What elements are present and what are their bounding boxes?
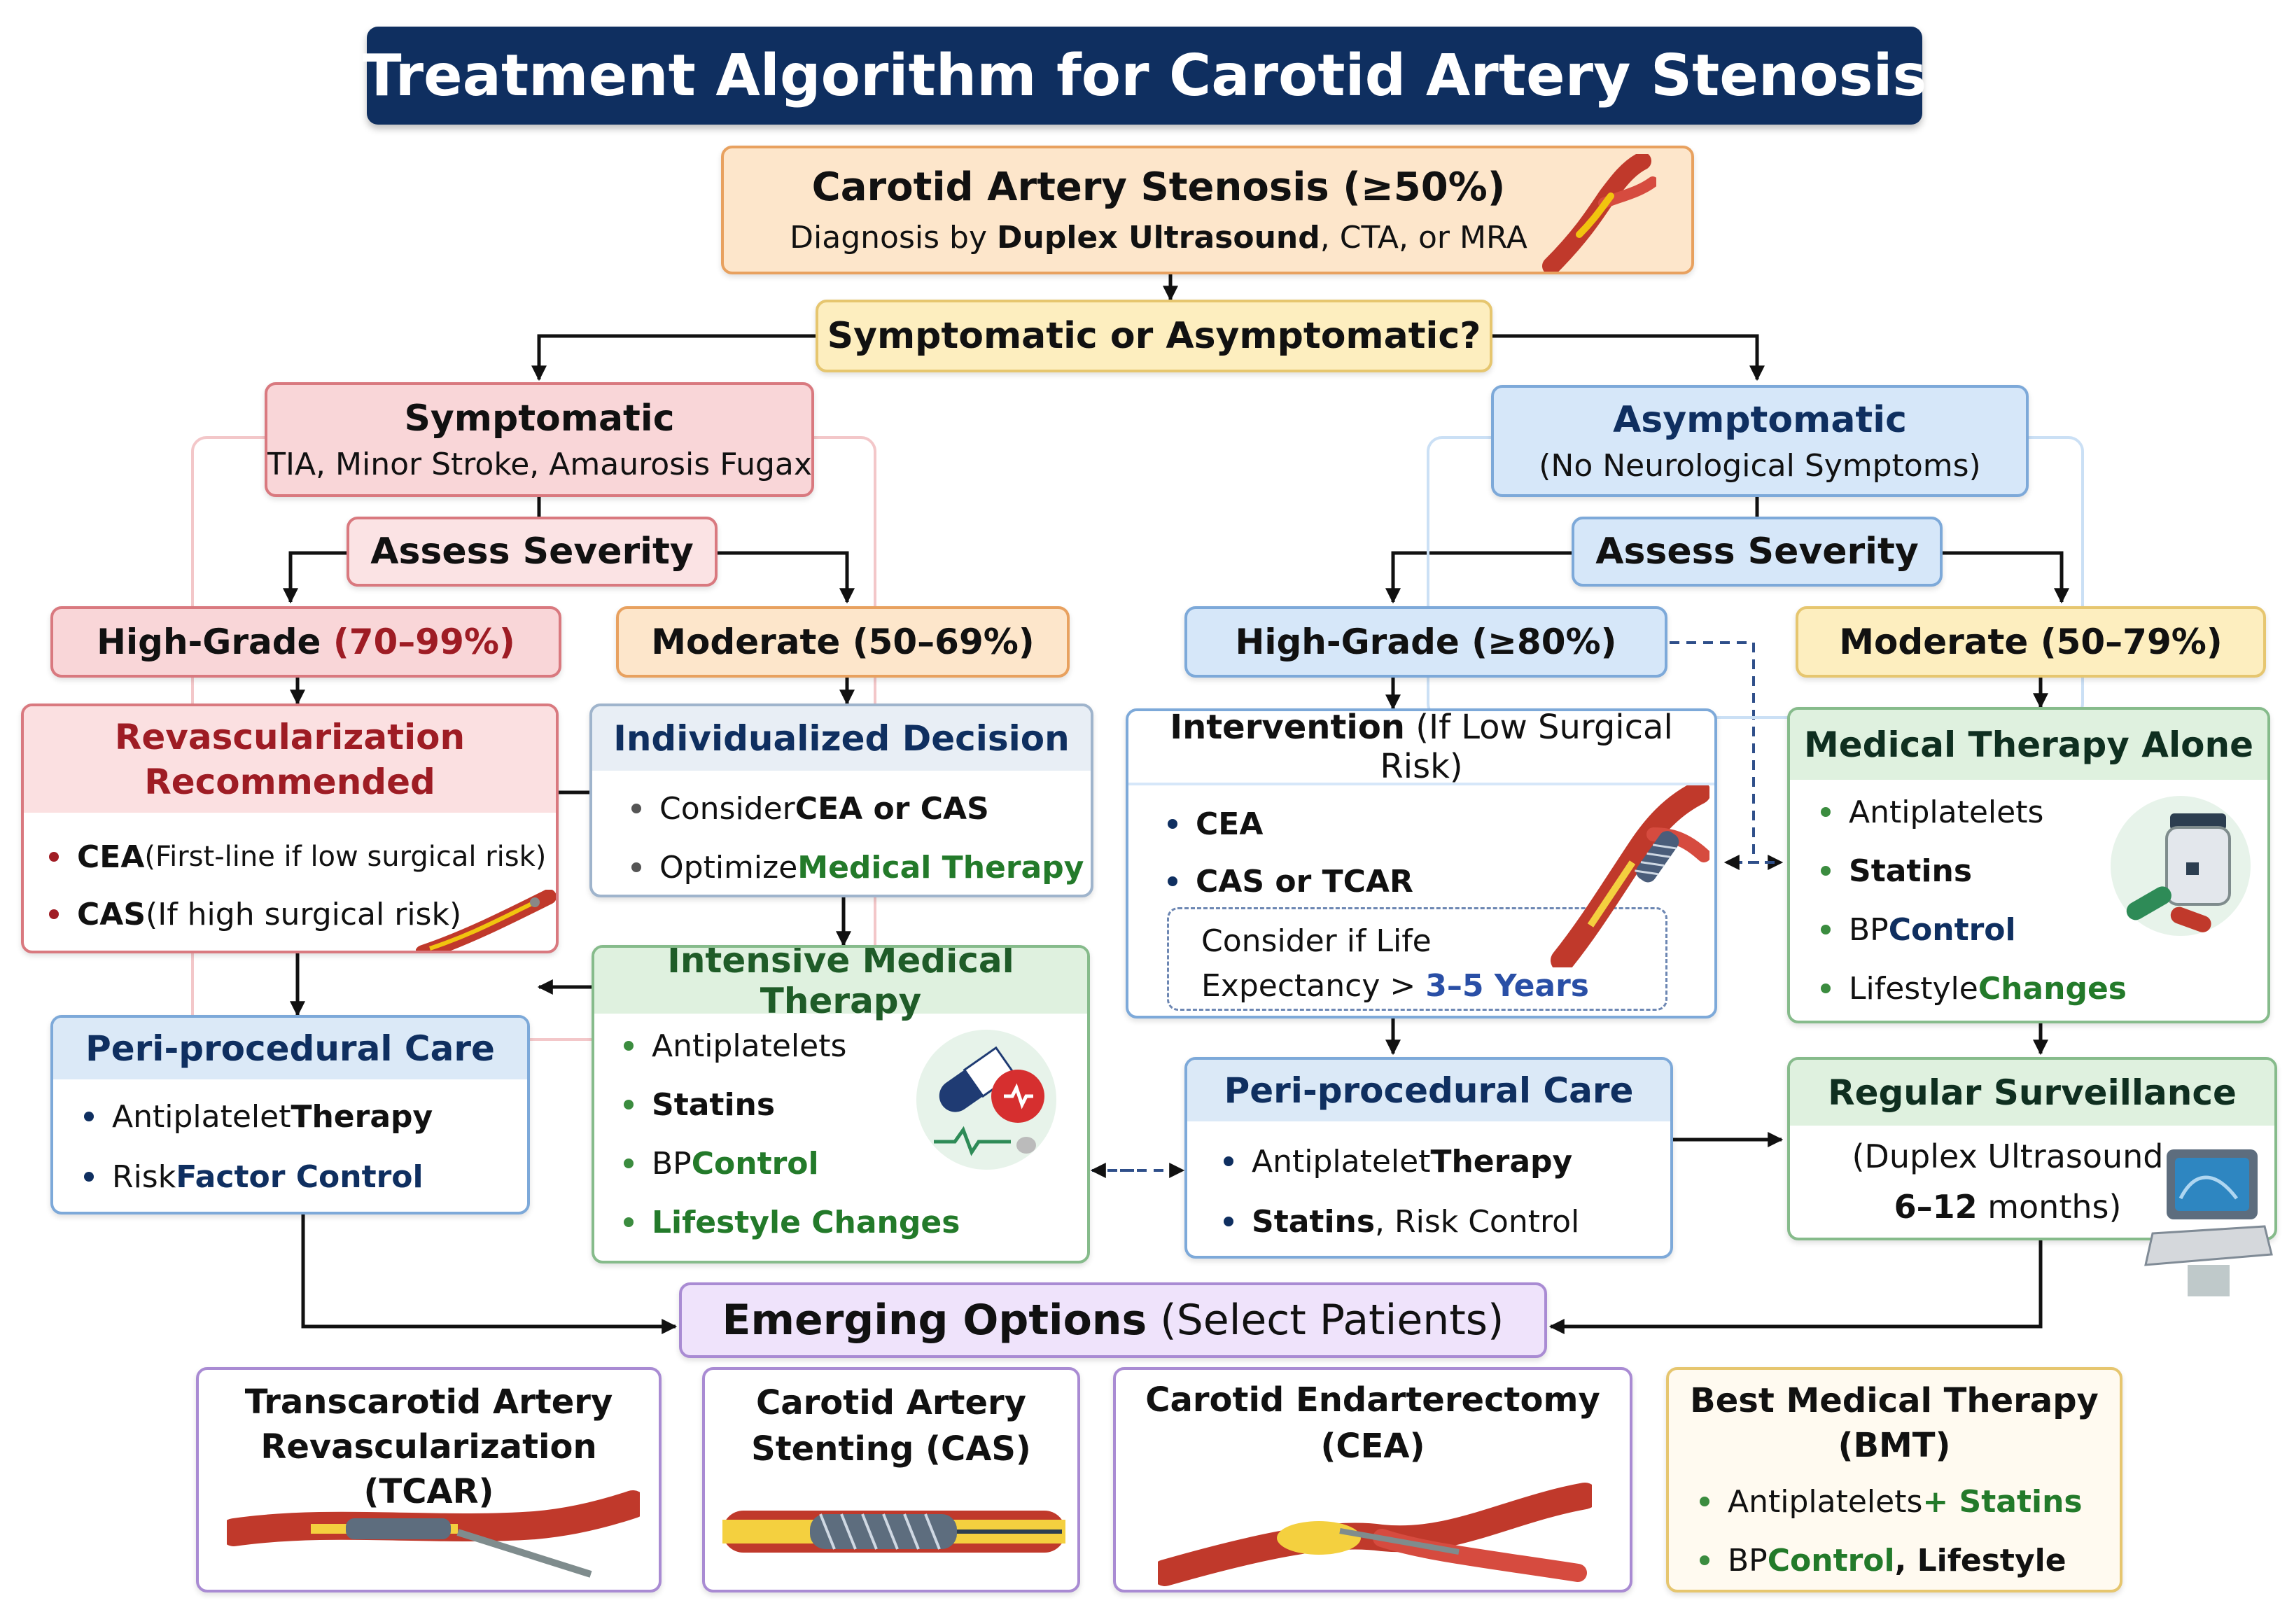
- list-item: Statins: [624, 1075, 1087, 1134]
- arrow-assess-to-moderate-sym: [718, 551, 855, 604]
- arrow-assess-to-moderate-asym: [1943, 551, 2069, 604]
- revascularization-box: Revascularization Recommended CEA (First…: [21, 704, 559, 953]
- peri-procedural-care-asymptomatic: Peri-procedural Care Antiplatelet Therap…: [1184, 1057, 1673, 1259]
- stenosis-title: Carotid Artery Stenosis (≥50%): [811, 164, 1506, 210]
- cea-option-card: Carotid Endarterectomy (CEA): [1113, 1367, 1632, 1592]
- list-item: Antiplatelet Therapy: [84, 1086, 527, 1147]
- assess-severity-asymptomatic: Assess Severity: [1572, 517, 1943, 587]
- list-item: Optimize Medical Therapy: [631, 838, 1091, 895]
- asymptomatic-box: Asymptomatic (No Neurological Symptoms): [1491, 385, 2029, 497]
- question-label: Symptomatic or Asymptomatic?: [827, 315, 1481, 357]
- intensive-medical-therapy-box: Intensive Medical Therapy Antiplatelets …: [592, 945, 1090, 1264]
- bmt-option-card: Best Medical Therapy (BMT) Antiplatelets…: [1666, 1367, 2122, 1592]
- tcar-option-card: Transcarotid Artery Revascularization (T…: [196, 1367, 662, 1592]
- asymptomatic-title: Asymptomatic: [1613, 398, 1907, 441]
- arrow-question-to-asymptomatic: [1492, 334, 1765, 382]
- stent-artery-icon: [1551, 785, 1709, 967]
- symptomatic-title: Symptomatic: [404, 397, 675, 440]
- list-item: Risk Factor Control: [84, 1147, 527, 1207]
- cea-surgery-icon: [1158, 1483, 1592, 1586]
- arrow-surveillance-to-emerging: [1548, 1240, 2043, 1334]
- peri-procedural-care-symptomatic: Peri-procedural Care Antiplatelet Therap…: [50, 1015, 530, 1214]
- revasc-options-list: CEA (First-line if low surgical risk) CA…: [24, 813, 556, 943]
- list-item: Antiplatelets: [624, 1016, 1087, 1075]
- individualized-decision-box: Individualized Decision Consider CEA or …: [589, 704, 1093, 897]
- symptomatic-subtitle: (TIA, Minor Stroke, Amaurosis Fugax): [265, 446, 814, 482]
- list-item: CEA: [1168, 795, 1714, 853]
- symptomatic-box: Symptomatic (TIA, Minor Stroke, Amaurosi…: [265, 382, 814, 497]
- list-item: BP Control, Lifestyle: [1700, 1531, 2120, 1590]
- emerging-options-box: Emerging Options (Select Patients): [679, 1282, 1547, 1358]
- list-item: Antiplatelet Therapy: [1224, 1131, 1670, 1191]
- catheter-artery-icon: [416, 890, 556, 951]
- list-item: Lifestyle Changes: [1821, 959, 2267, 1018]
- symptom-question-box: Symptomatic or Asymptomatic?: [816, 300, 1492, 372]
- list-item: CAS (If high surgical risk): [49, 886, 556, 943]
- list-item: BP Control: [624, 1134, 1087, 1193]
- list-item: Statins: [1821, 841, 2267, 900]
- medical-therapy-alone-box: Medical Therapy Alone Antiplatelets Stat…: [1787, 707, 2270, 1023]
- high-grade-asymptomatic: High-Grade (≥80%): [1184, 606, 1667, 678]
- arrow-assess-to-highgrade-sym: [283, 551, 347, 604]
- arrow-assess-to-highgrade-asym: [1385, 551, 1572, 604]
- page-title: Treatment Algorithm for Carotid Artery S…: [362, 42, 1927, 109]
- list-item: Consider CEA or CAS: [631, 779, 1091, 838]
- moderate-asymptomatic: Moderate (50–79%): [1796, 606, 2266, 678]
- list-item: CAS or TCAR: [1168, 853, 1714, 910]
- cas-option-card: Carotid Artery Stenting (CAS): [702, 1367, 1080, 1592]
- moderate-symptomatic: Moderate (50–69%): [616, 606, 1070, 678]
- list-item: BP Control: [1821, 900, 2267, 959]
- arrow-peri-to-emerging: [301, 1214, 678, 1334]
- dashed-link-highgrade-to-medical: [1670, 641, 1755, 862]
- tcar-illustration-icon: [227, 1490, 640, 1578]
- intervention-box: Intervention (If Low Surgical Risk) CEA …: [1126, 708, 1717, 1018]
- stenosis-diagnosis-box: Carotid Artery Stenosis (≥50%) Diagnosis…: [721, 146, 1694, 274]
- list-item: Antiplatelets: [1821, 783, 2267, 841]
- artery-illustration-icon: [1542, 154, 1656, 272]
- assess-severity-symptomatic: Assess Severity: [347, 517, 718, 587]
- list-item: Lifestyle Changes: [624, 1193, 1087, 1252]
- list-item: Antiplatelets + Statins: [1700, 1472, 2120, 1531]
- list-item: Statins, Risk Control: [1224, 1191, 1670, 1252]
- medication-bottle-icon: [2111, 796, 2251, 936]
- life-expectancy-note: Consider if Life Expectancy > 3–5 Years: [1167, 907, 1667, 1011]
- diagnosis-line: Diagnosis by Duplex Ultrasound, CTA, or …: [790, 220, 1527, 255]
- list-item: CEA (First-line if low surgical risk): [49, 828, 556, 886]
- arrow-question-to-symptomatic: [531, 334, 816, 382]
- title-banner: Treatment Algorithm for Carotid Artery S…: [363, 27, 1926, 125]
- high-grade-symptomatic: High-Grade (70–99%): [50, 606, 561, 678]
- pill-heart-icon: [916, 1030, 1056, 1170]
- asymptomatic-subtitle: (No Neurological Symptoms): [1539, 447, 1981, 484]
- cas-stent-icon: [722, 1511, 1065, 1553]
- ultrasound-machine-icon: [2144, 1149, 2273, 1296]
